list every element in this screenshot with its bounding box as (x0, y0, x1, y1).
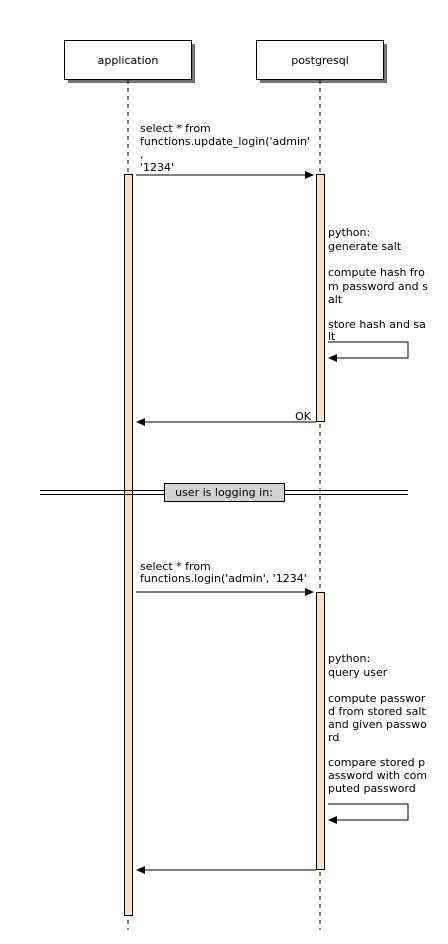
separator-label: user is logging in: (175, 486, 273, 499)
arrowhead-icon (328, 816, 337, 824)
note-line: compute passwor (328, 692, 426, 705)
arrowhead-icon (136, 866, 145, 874)
note-line: store hash and sa (328, 318, 426, 331)
arrowhead-icon (328, 354, 337, 362)
note-line: python: (328, 652, 370, 665)
postgresql-activation-bar-login (316, 592, 325, 870)
participant-box (64, 40, 192, 80)
message-update-login-call: select * from functions.update_login('ad… (136, 122, 314, 179)
message-label-line: functions.login('admin', '1234' (140, 572, 307, 585)
separator: user is logging in: (40, 483, 408, 502)
participant-label: postgresql (291, 54, 349, 67)
arrowhead-icon (305, 588, 314, 596)
message-label: OK (295, 410, 312, 423)
participant-label: application (98, 54, 159, 67)
postgresql-activation-bar-update (316, 174, 325, 422)
note-line: assword with com (328, 769, 427, 782)
message-label-line: select * from (140, 560, 211, 573)
note-line: m password and s (328, 280, 428, 293)
participant-application: application (64, 40, 195, 83)
message-label-line: select * from (140, 122, 211, 135)
note-line: and given passwo (328, 718, 427, 731)
note-login-processing: python: query user compute passwor d fro… (328, 652, 427, 824)
message-login-call: select * from functions.login('admin', '… (136, 560, 314, 596)
note-line: d from stored salt (328, 705, 426, 718)
note-line: compute hash fro (328, 266, 425, 279)
note-line: query user (328, 666, 388, 679)
note-line: alt (328, 293, 343, 306)
note-line: puted password (328, 782, 416, 795)
note-line: compare stored p (328, 756, 425, 769)
participant-box (256, 40, 384, 80)
message-label-line: , (140, 148, 144, 161)
note-line: generate salt (328, 240, 402, 253)
message-label-line: functions.update_login('admin' (140, 135, 310, 148)
note-line: lt (328, 330, 336, 343)
message-login-return (136, 866, 316, 874)
note-line: rd (328, 731, 339, 744)
self-call-line (328, 803, 409, 821)
message-label-line: '1234' (140, 161, 174, 174)
arrowhead-icon (305, 171, 314, 179)
note-update-processing: python: generate salt compute hash fro m… (328, 226, 428, 362)
note-line: python: (328, 226, 370, 239)
participant-postgresql: postgresql (256, 40, 387, 83)
message-update-return: OK (136, 410, 316, 426)
application-activation-bar (124, 174, 133, 916)
self-call-line (328, 341, 409, 359)
separator-label-box (164, 483, 285, 502)
arrowhead-icon (136, 418, 145, 426)
